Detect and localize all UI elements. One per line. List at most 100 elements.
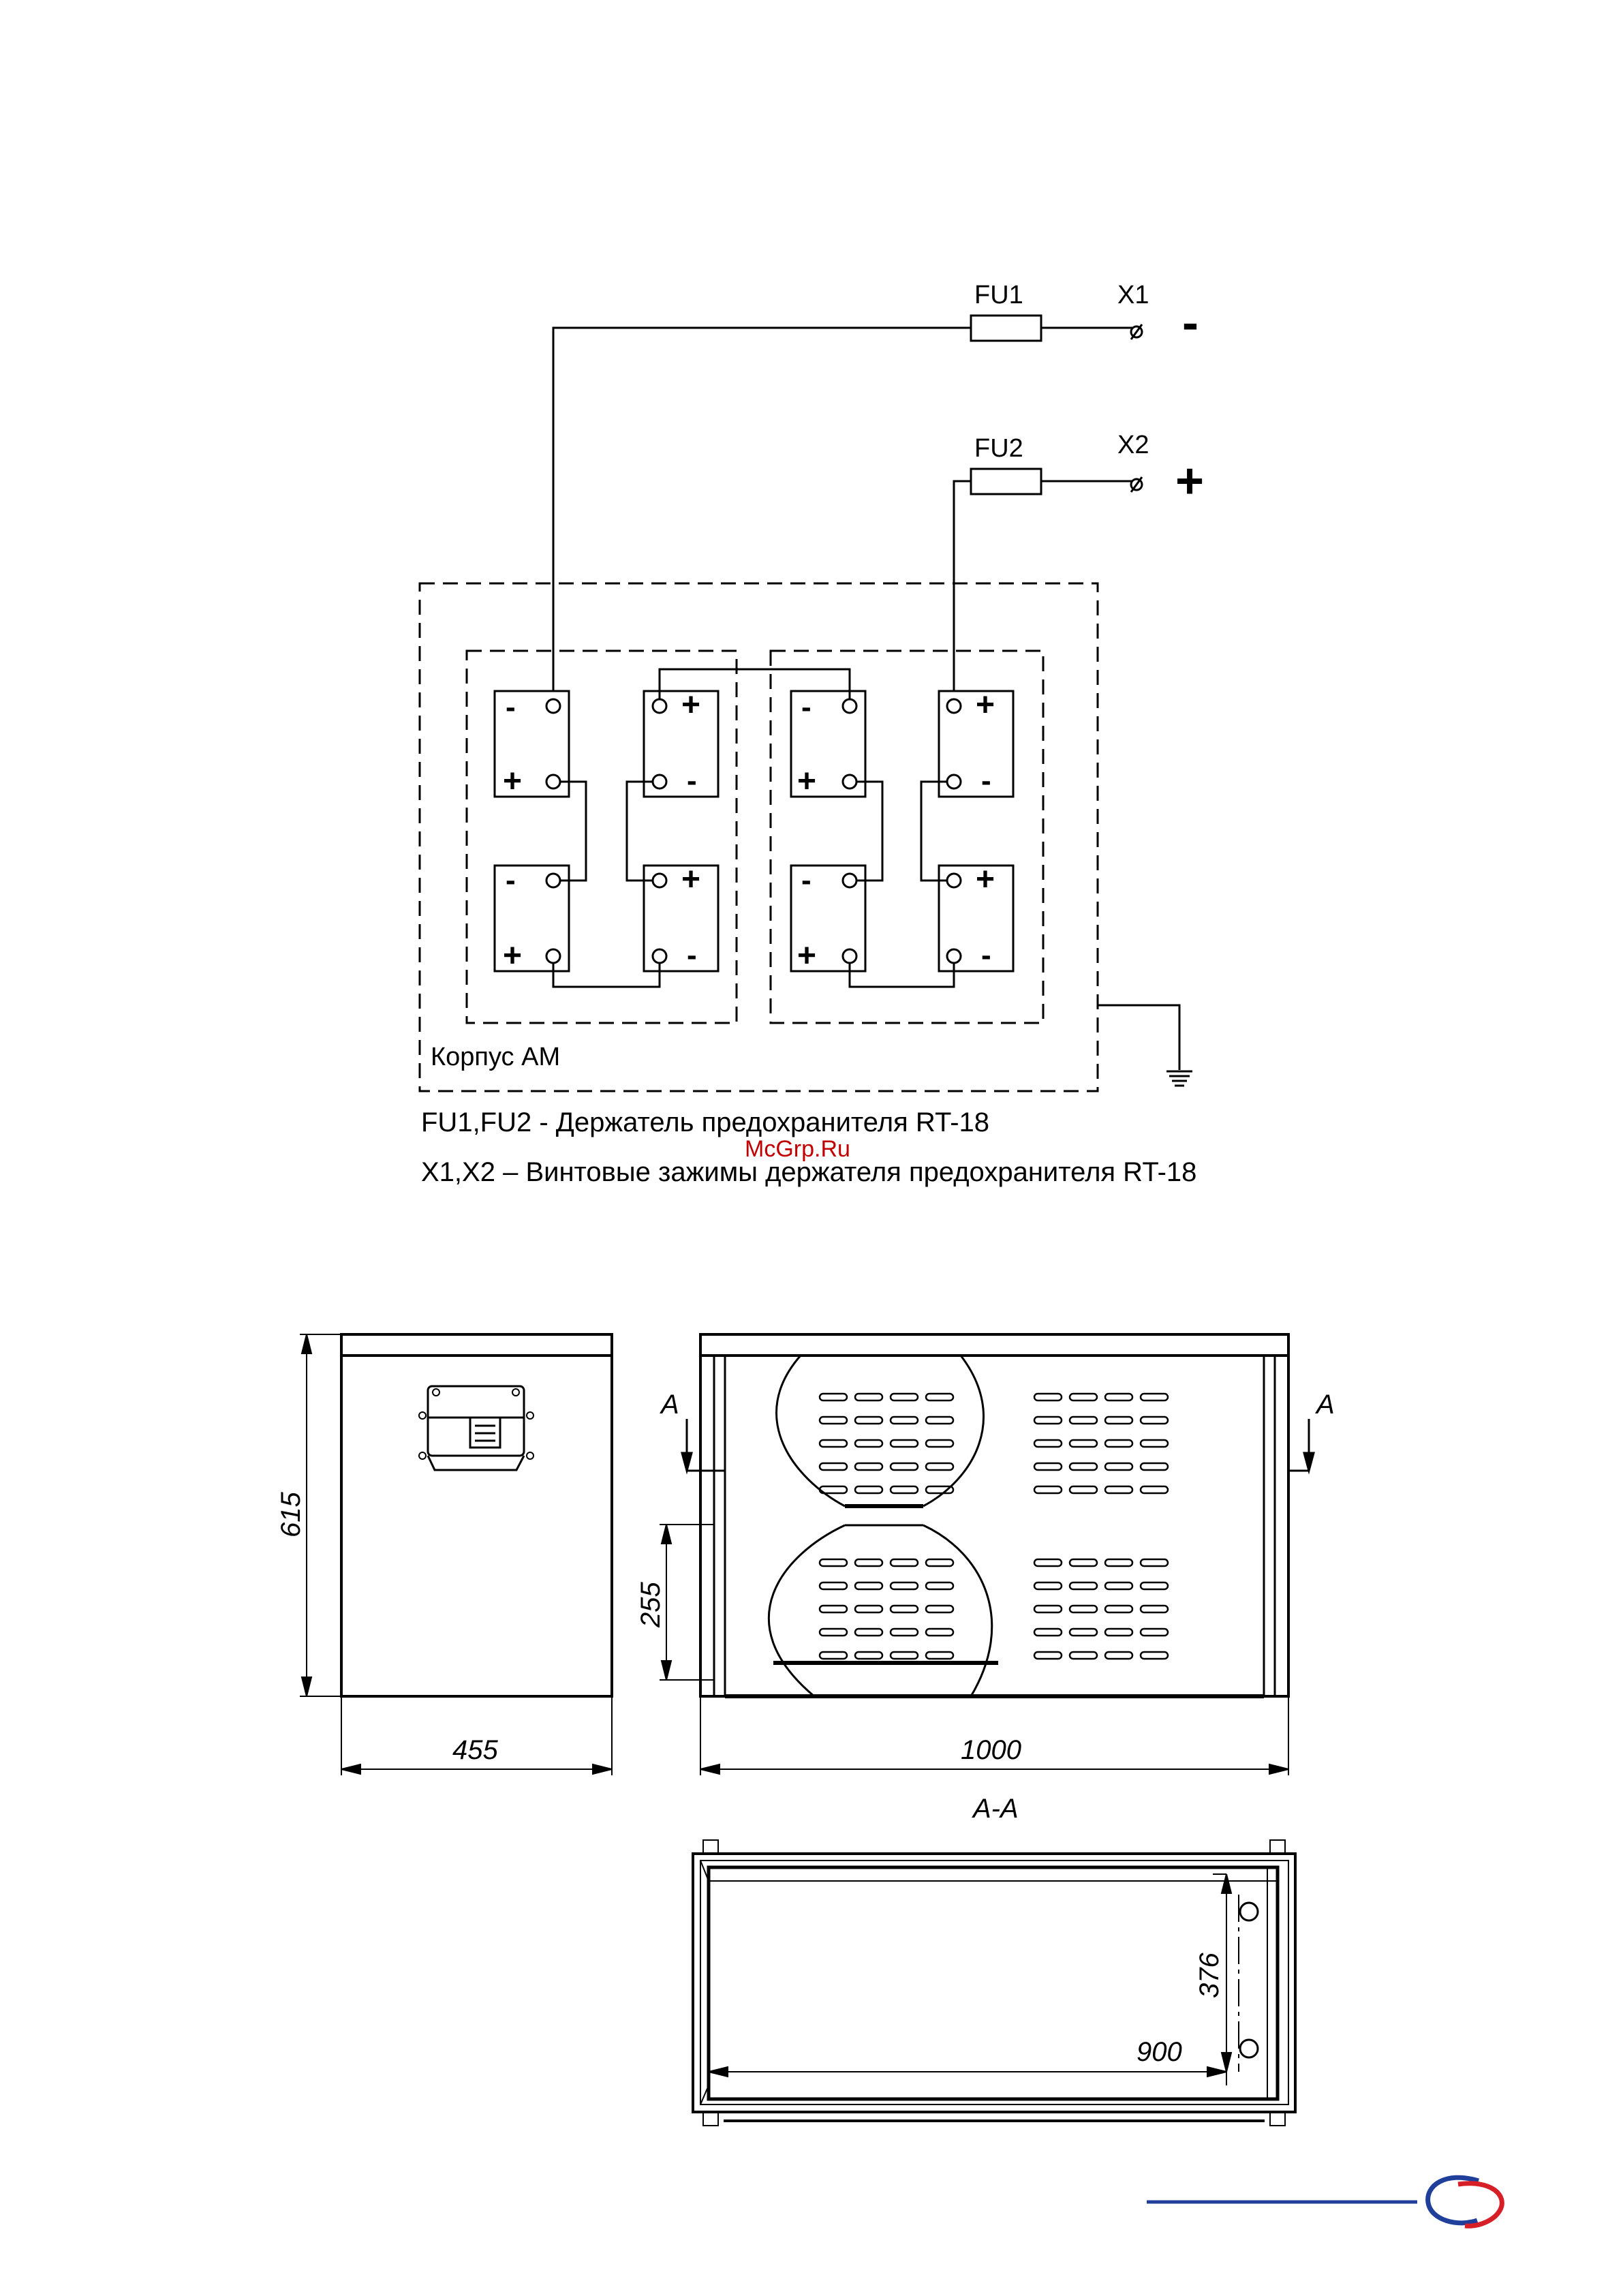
vent-slot [1105,1629,1132,1636]
svg-text:+: + [976,687,995,723]
dim-length-1000: 1000 [961,1735,1021,1765]
legend-line-2: X1,X2 – Винтовые зажимы держателя предох… [421,1157,1196,1187]
svg-text:+: + [976,861,995,898]
vent-slot [891,1417,918,1424]
side-view-dimensions [300,1334,612,1775]
svg-text:-: - [981,938,991,972]
vent-slot [1070,1629,1097,1636]
vent-slot [855,1417,882,1424]
batteries [495,691,1013,971]
fuse-fu1 [971,316,1041,341]
vent-slot [820,1582,847,1589]
svg-text:-: - [687,938,697,972]
vent-slot [820,1417,847,1424]
dim-window-255: 255 [636,1582,666,1628]
vent-slot [1070,1606,1097,1612]
section-mark-right: A [1315,1390,1335,1420]
vent-slot [891,1463,918,1470]
vent-slot [1105,1606,1132,1612]
side-view [341,1334,612,1696]
vent-slot [855,1606,882,1612]
vent-slot [926,1440,953,1447]
svg-text:+: + [681,687,700,723]
vent-slot [820,1440,847,1447]
vent-slot [1034,1606,1062,1612]
vent-slot [1034,1559,1062,1566]
vent-slot [1141,1582,1168,1589]
terminal-x1-icon [1131,324,1142,339]
vent-slot [1141,1629,1168,1636]
company-logo [1428,2177,1502,2226]
vent-slot [891,1629,918,1636]
svg-text:+: + [681,861,700,898]
polarity-plus: + [1175,454,1204,508]
vent-slot [855,1486,882,1493]
vent-slot [891,1582,918,1589]
vent-slot [1105,1463,1132,1470]
vent-slot [1034,1582,1062,1589]
vent-slot [1105,1559,1132,1566]
vent-slot [891,1440,918,1447]
vent-slot [1141,1417,1168,1424]
vent-slot [1034,1394,1062,1400]
vent-slot [820,1652,847,1659]
svg-text:-: - [981,764,991,797]
vent-slot [1141,1606,1168,1612]
vent-slot [926,1559,953,1566]
vent-slot [1141,1440,1168,1447]
svg-text:+: + [797,763,816,799]
vent-slot [1070,1652,1097,1659]
fuse-fu1-label: FU1 [974,281,1023,309]
vent-slot [820,1394,847,1400]
dim-depth-376: 376 [1194,1953,1224,1998]
vent-slot [855,1394,882,1400]
vent-slot [1034,1463,1062,1470]
vent-slot [1105,1417,1132,1424]
battery-terminals [546,699,961,963]
fuse-fu2 [971,469,1041,494]
dim-width-455: 455 [452,1735,498,1765]
enclosure-outline [420,583,1098,1091]
vent-slot [891,1394,918,1400]
terminal-x2-label: X2 [1117,431,1149,459]
vent-slot [891,1652,918,1659]
vent-slot [1034,1440,1062,1447]
vent-slot [1070,1440,1097,1447]
vent-slot [926,1606,953,1612]
vent-slot [855,1652,882,1659]
vent-slot [926,1463,953,1470]
vent-slot [855,1559,882,1566]
vent-slot [926,1629,953,1636]
terminal-x2-icon [1131,477,1142,492]
vent-slot [855,1629,882,1636]
svg-text:+: + [503,763,522,799]
dim-height-615: 615 [276,1492,306,1537]
vent-slot [820,1606,847,1612]
fuse-fu2-label: FU2 [974,434,1023,463]
vent-slot [1034,1652,1062,1659]
svg-text:-: - [687,764,697,797]
polarity-minus: - [1182,296,1199,350]
front-view [700,1334,1288,1696]
vent-slot [1141,1486,1168,1493]
vent-slot [1070,1486,1097,1493]
vent-slot [926,1417,953,1424]
vent-slot [1070,1463,1097,1470]
vent-slot [891,1606,918,1612]
vent-slot [1141,1394,1168,1400]
section-mark-left: A [660,1390,679,1420]
svg-text:+: + [797,938,816,974]
vent-slot [1141,1652,1168,1659]
svg-text:-: - [506,690,516,724]
vent-slot [926,1652,953,1659]
vent-slot [1070,1394,1097,1400]
vent-slot [926,1394,953,1400]
battery-interconnects [553,669,954,987]
vent-slot [1105,1394,1132,1400]
wiring-schematic [553,328,1132,702]
vent-slot [891,1486,918,1493]
ground-icon [1098,1005,1192,1086]
svg-text:+: + [503,938,522,974]
vent-slot [1105,1440,1132,1447]
